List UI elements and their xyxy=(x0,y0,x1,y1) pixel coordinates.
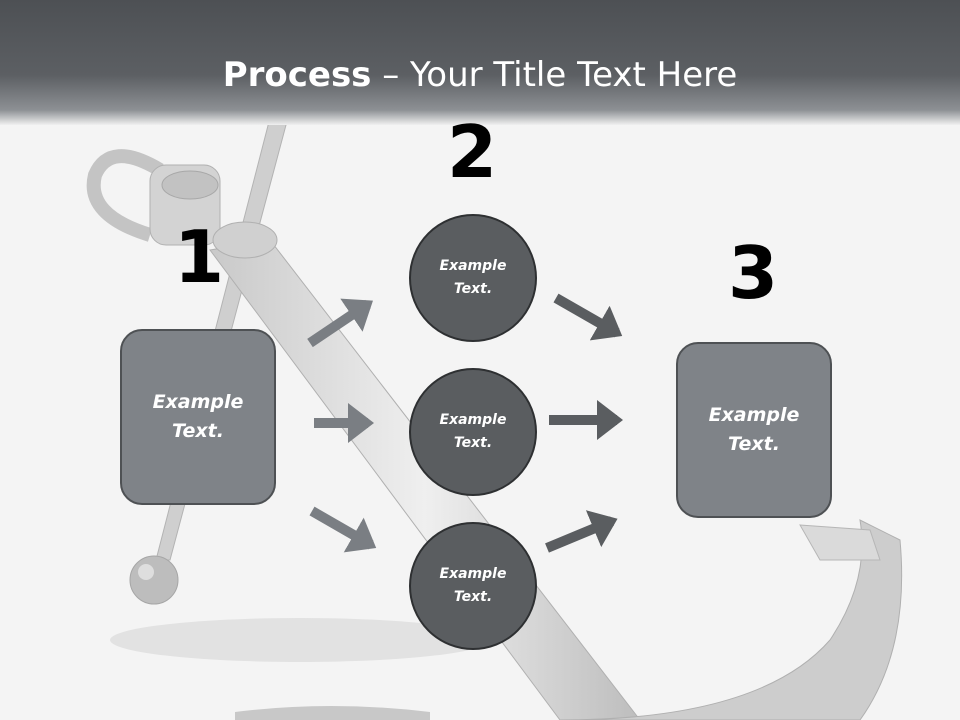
step-number-3: 3 xyxy=(727,231,779,315)
slide-title: Process – Your Title Text Here xyxy=(0,52,960,98)
title-rest: – Your Title Text Here xyxy=(371,55,738,95)
step-3-text: Example Text. xyxy=(708,404,800,455)
step-number-2: 2 xyxy=(446,110,498,194)
circle-top: Example Text. xyxy=(409,214,537,342)
step-3-box: Example Text. xyxy=(676,342,832,518)
arrow-to-circle-bottom xyxy=(309,506,377,553)
arrow-to-circle-top xyxy=(307,298,373,348)
title-bar: Process – Your Title Text Here xyxy=(0,0,960,125)
step-1-text: Example Text. xyxy=(152,391,244,442)
arrow-from-circle-bottom xyxy=(545,510,618,553)
circle-bottom: Example Text. xyxy=(409,522,537,650)
arrow-from-circle-top xyxy=(553,293,623,341)
circle-top-text: Example Text. xyxy=(439,258,507,297)
circle-bottom-text: Example Text. xyxy=(439,566,507,605)
circle-middle: Example Text. xyxy=(409,368,537,496)
step-number-1: 1 xyxy=(173,215,225,299)
step-1-box: Example Text. xyxy=(120,329,276,505)
circle-middle-text: Example Text. xyxy=(439,412,507,451)
title-bold: Process xyxy=(222,55,372,95)
